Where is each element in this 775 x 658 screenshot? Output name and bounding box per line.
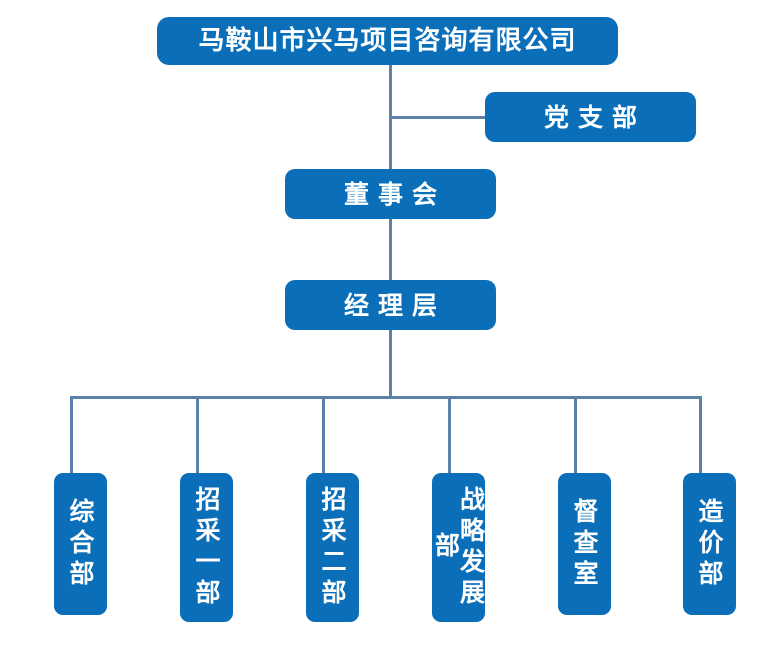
node-department-label: 造价部: [695, 497, 724, 591]
node-board-of-directors[interactable]: 董事会: [285, 169, 496, 219]
node-department-label: 督查室: [570, 497, 599, 591]
node-department-label: 招采一部: [192, 485, 221, 610]
node-board-of-directors-label: 董事会: [343, 179, 446, 209]
node-department-procurement-1[interactable]: 招采一部: [180, 473, 233, 622]
node-department-cost-estimation[interactable]: 造价部: [683, 473, 736, 615]
connector-company-to-party: [389, 116, 487, 119]
connector-department-bus: [70, 396, 702, 399]
node-management-layer[interactable]: 经理层: [285, 280, 496, 330]
node-department-label: 招采二部: [318, 485, 347, 610]
connector-board-to-management: [389, 219, 392, 281]
connector-drop-1: [70, 396, 73, 474]
node-department-general-affairs[interactable]: 综合部: [54, 473, 107, 615]
connector-management-to-bus: [389, 330, 392, 398]
node-management-layer-label: 经理层: [343, 290, 446, 320]
node-department-procurement-2[interactable]: 招采二部: [306, 473, 359, 622]
node-department-label: 综合部: [66, 497, 95, 591]
node-department-supervision[interactable]: 督查室: [558, 473, 611, 615]
node-party-branch-label: 党支部: [543, 102, 646, 132]
node-department-label: 战略发展部: [431, 485, 486, 610]
node-department-strategy-development[interactable]: 战略发展部: [431, 473, 486, 622]
node-company[interactable]: 马鞍山市兴马项目咨询有限公司: [157, 17, 618, 65]
node-company-label: 马鞍山市兴马项目咨询有限公司: [198, 25, 577, 56]
connector-drop-2: [196, 396, 199, 474]
connector-drop-5: [574, 396, 577, 474]
node-party-branch[interactable]: 党支部: [485, 92, 696, 142]
connector-drop-4: [448, 396, 451, 474]
connector-drop-3: [322, 396, 325, 474]
connector-drop-6: [699, 396, 702, 474]
